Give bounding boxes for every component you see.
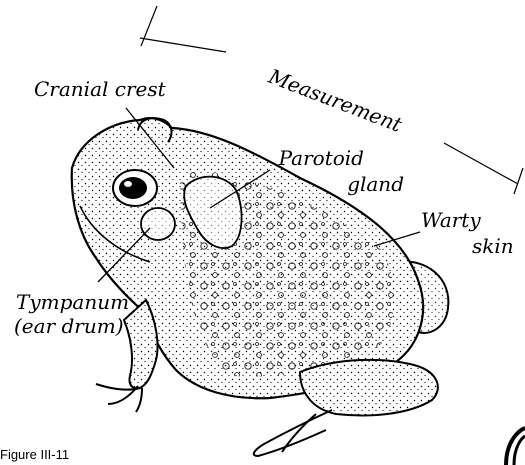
label-warty-line1: Warty bbox=[421, 208, 481, 232]
measurement-tick-right bbox=[514, 168, 523, 194]
label-cranial-crest: Cranial crest bbox=[34, 77, 166, 101]
measurement-line-right bbox=[444, 143, 518, 184]
label-parotoid-line1: Parotoid bbox=[270, 146, 364, 170]
label-warty-line2: skin bbox=[472, 234, 514, 258]
label-parotoid-line2: gland bbox=[270, 172, 404, 196]
eye bbox=[113, 170, 157, 206]
measurement-line-left bbox=[140, 38, 226, 52]
label-tympanum-line1: Tympanum bbox=[16, 290, 129, 314]
toad-body bbox=[72, 118, 525, 465]
figure-caption: Figure III-11 bbox=[0, 447, 69, 462]
label-tympanum-line2: (ear drum) bbox=[14, 314, 124, 338]
